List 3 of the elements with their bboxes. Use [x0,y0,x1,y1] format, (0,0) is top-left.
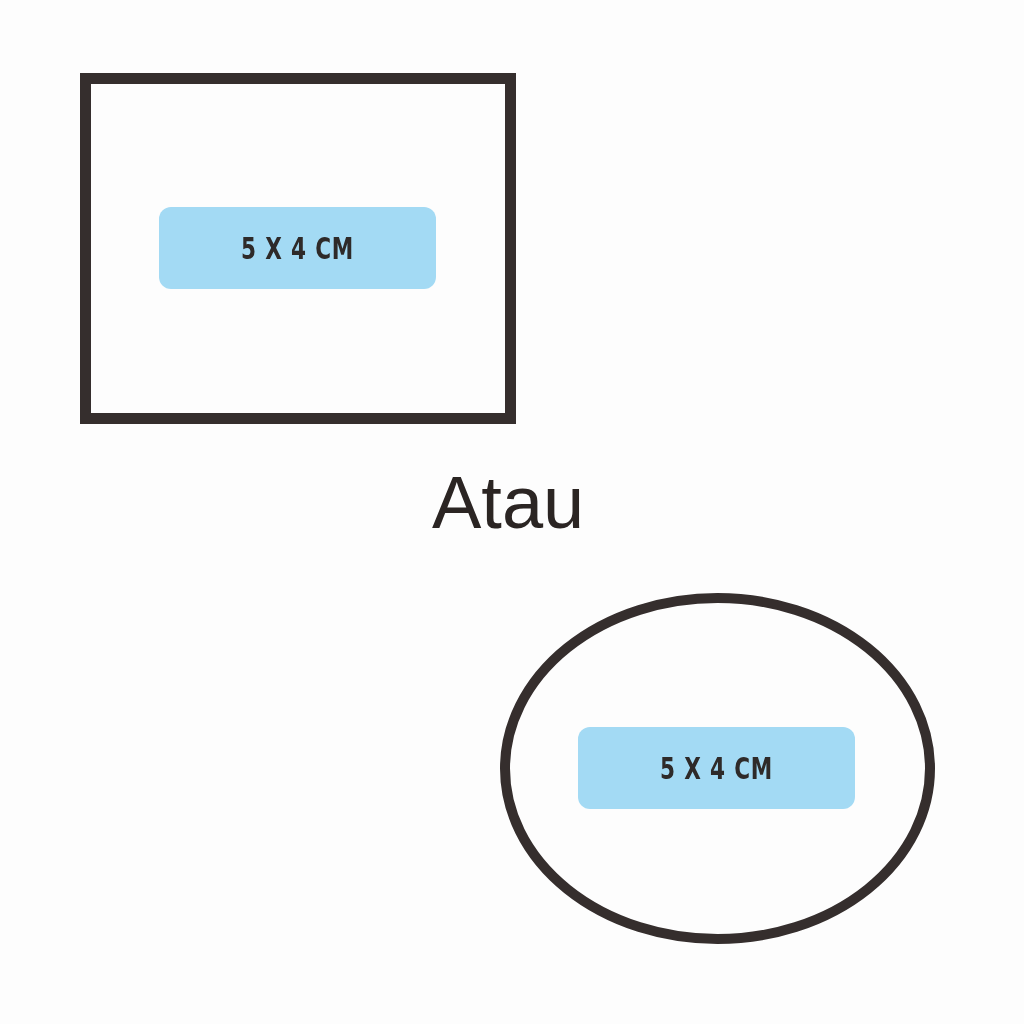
size-label: 5 X 4 CM [578,727,855,809]
size-label: 5 X 4 CM [159,207,436,289]
caption-text: Atau [432,460,585,545]
